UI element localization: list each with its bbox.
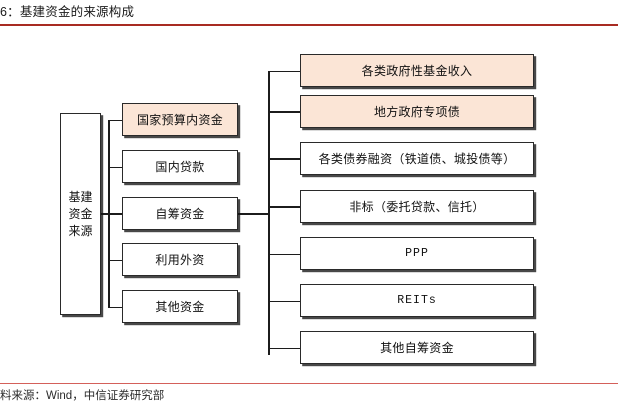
node-government-fund-income[interactable]: 各类政府性基金收入 — [300, 54, 534, 87]
node-label: 其他资金 — [155, 300, 205, 314]
connector-level3-branch-2 — [268, 111, 301, 113]
node-local-government-special-bonds[interactable]: 地方政府专项债 — [300, 94, 534, 128]
node-label: PPP — [405, 247, 429, 260]
connector-level2-branch-4 — [108, 259, 123, 262]
connector-level3-branch-5 — [268, 253, 301, 256]
node-label: 国家预算内资金 — [136, 113, 224, 127]
connector-level2-branch-3 — [108, 213, 123, 215]
connector-level2-branch-5 — [108, 306, 123, 309]
node-non-standard-financing[interactable]: 非标（委托贷款、信托） — [300, 189, 534, 223]
node-bond-financing[interactable]: 各类债券融资（铁道债、城投债等） — [300, 141, 534, 175]
title-divider — [0, 24, 618, 26]
node-label: 各类债券融资（铁道债、城投债等） — [318, 151, 516, 166]
connector-level3-branch-4 — [268, 206, 301, 208]
connector-level3-trunk — [268, 71, 270, 355]
node-root-infrastructure-funding-source[interactable]: 基建资金来源 — [60, 113, 101, 315]
node-label: REITs — [397, 294, 437, 307]
node-self-raised-funds[interactable]: 自筹资金 — [122, 196, 238, 230]
node-label: 其他自筹资金 — [380, 341, 454, 355]
node-label: 地方政府专项债 — [373, 104, 461, 119]
node-foreign-investment[interactable]: 利用外资 — [122, 243, 238, 276]
footer-divider — [0, 383, 618, 384]
connector-level3-branch-6 — [268, 300, 301, 303]
node-domestic-loans[interactable]: 国内贷款 — [122, 150, 238, 183]
node-label: 国内贷款 — [155, 160, 205, 174]
source-note: 料来源：Wind，中信证券研究部 — [0, 390, 165, 402]
connector-root-stem — [101, 213, 109, 215]
node-label: 利用外资 — [155, 253, 205, 267]
connector-level3-branch-7 — [268, 347, 301, 350]
node-ppp[interactable]: PPP — [300, 237, 534, 270]
diagram-canvas: 基建资金来源 国家预算内资金 国内贷款 自筹资金 利用外资 其他资金 各类政府性… — [0, 26, 618, 382]
node-label: 各类政府性基金收入 — [361, 64, 473, 78]
node-reits[interactable]: REITs — [300, 284, 534, 317]
node-other-funds[interactable]: 其他资金 — [122, 290, 238, 323]
page-title: 6：基建资金的来源构成 — [0, 5, 135, 19]
connector-level3-branch-3 — [268, 158, 301, 160]
node-other-self-raised-funds[interactable]: 其他自筹资金 — [300, 331, 534, 364]
connector-level3-branch-1 — [268, 70, 301, 73]
node-label: 自筹资金 — [155, 206, 205, 221]
connector-level2-branch-2 — [108, 166, 123, 169]
node-root-label: 基建资金来源 — [68, 189, 93, 238]
node-national-budget-funds[interactable]: 国家预算内资金 — [122, 103, 238, 136]
connector-level2-branch-1 — [108, 119, 123, 122]
node-label: 非标（委托贷款、信托） — [349, 199, 485, 214]
connector-selffund-stem — [238, 213, 269, 215]
